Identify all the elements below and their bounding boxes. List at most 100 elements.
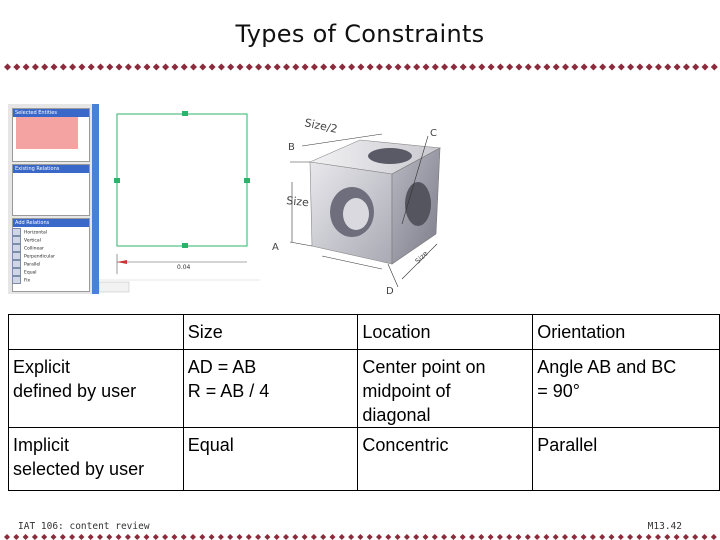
divider-dot (487, 63, 495, 71)
relation-item[interactable]: Fix (12, 276, 84, 284)
relation-item[interactable]: Collinear (12, 244, 84, 252)
panel-scrollbar[interactable] (92, 104, 99, 294)
property-manager-panel: Selected Entities Existing Relations Add… (8, 104, 93, 294)
divider-dot (4, 63, 11, 71)
divider-dot (50, 63, 58, 71)
cell-line: AD = AB (187, 357, 257, 377)
divider-dot (645, 63, 653, 71)
divider-dot (589, 534, 596, 540)
divider-dot (413, 534, 420, 540)
divider-dot (478, 63, 486, 71)
divider-dot (320, 63, 328, 71)
divider-dot (338, 534, 345, 540)
divider-dot (329, 534, 336, 540)
divider-dot (655, 534, 661, 540)
divider-dot (589, 63, 597, 71)
divider-dot (78, 534, 85, 540)
relation-icon (12, 244, 21, 252)
divider-dot (487, 534, 494, 540)
divider-dot (543, 63, 551, 71)
dimension-value[interactable]: 0.04 (177, 264, 191, 271)
relation-item[interactable]: Horizontal (12, 228, 84, 236)
divider-dot (292, 63, 300, 71)
divider-dot (599, 63, 607, 71)
divider-dot (534, 534, 541, 540)
relation-item[interactable]: Equal (12, 268, 84, 276)
table-row: Implicit selected by user Equal Concentr… (8, 427, 720, 491)
divider-dot (543, 534, 550, 540)
divider-dot (59, 63, 67, 71)
constraints-table: Size Location Orientation Explicit defin… (8, 314, 720, 491)
divider-dot (701, 534, 708, 540)
divider-dot (385, 534, 392, 540)
divider-dot (134, 534, 141, 540)
cell-line: diagonal (362, 405, 431, 425)
divider-dot (673, 534, 680, 540)
divider-dot (208, 63, 216, 71)
divider-dot (273, 534, 280, 540)
divider-dot (13, 534, 20, 540)
divider-dot (283, 534, 289, 540)
relation-item[interactable]: Vertical (12, 236, 84, 244)
bottom-dotted-divider (4, 534, 717, 540)
divider-dot (376, 534, 382, 540)
cad-sketch-screenshot: Selected Entities Existing Relations Add… (8, 104, 260, 294)
divider-dot (124, 534, 131, 540)
divider-dot (431, 534, 438, 540)
relation-item[interactable]: Parallel (12, 260, 84, 268)
cell-line: = 90° (537, 381, 580, 401)
footer-course: IAT 106: content review (18, 521, 150, 532)
divider-dot (376, 63, 383, 71)
divider-dot (515, 63, 523, 71)
divider-dot (580, 63, 588, 71)
divider-dot (348, 534, 355, 540)
divider-dot (134, 63, 142, 71)
divider-dot (478, 534, 485, 540)
section-header: Existing Relations (13, 165, 89, 173)
divider-dot (580, 534, 587, 540)
top-dotted-divider (4, 63, 718, 71)
divider-dot (292, 534, 299, 540)
divider-dot (338, 63, 346, 71)
divider-dot (124, 63, 132, 71)
divider-dot (152, 63, 160, 71)
cell-line: selected by user (13, 459, 145, 479)
divider-dot (115, 534, 122, 540)
divider-dot (357, 63, 365, 71)
relation-item[interactable]: Perpendicular (12, 252, 84, 260)
table-cell (8, 314, 184, 350)
divider-dot (171, 63, 179, 71)
divider-dot (394, 534, 401, 540)
divider-dot (264, 534, 271, 540)
divider-dot (562, 63, 569, 71)
sketch-graphics-area[interactable]: 0.04 (99, 104, 260, 294)
divider-dot (366, 63, 374, 71)
divider-dot (496, 63, 504, 71)
divider-dot (552, 63, 560, 71)
divider-dot (41, 534, 48, 540)
divider-dot (422, 534, 429, 540)
divider-dot (682, 63, 690, 71)
divider-dot (106, 63, 114, 71)
divider-dot (22, 534, 29, 540)
cell-line: Parallel (537, 435, 598, 455)
divider-dot (664, 534, 671, 540)
relation-icon (12, 260, 21, 268)
section-header: Add Relations (13, 219, 89, 227)
divider-dot (31, 63, 39, 71)
divider-dot (180, 63, 188, 71)
divider-dot (152, 534, 159, 540)
divider-dot (524, 63, 532, 71)
divider-dot (255, 534, 262, 540)
divider-dot (301, 534, 308, 540)
divider-dot (31, 534, 38, 540)
divider-dot (69, 534, 76, 540)
row-label-cell: Explicit defined by user (8, 349, 184, 428)
divider-dot (13, 63, 21, 71)
divider-dot (692, 63, 700, 71)
divider-dot (4, 534, 10, 540)
divider-dot (413, 63, 421, 71)
table-header-cell: Size (182, 314, 359, 350)
divider-dot (283, 63, 290, 71)
divider-dot (617, 63, 625, 71)
